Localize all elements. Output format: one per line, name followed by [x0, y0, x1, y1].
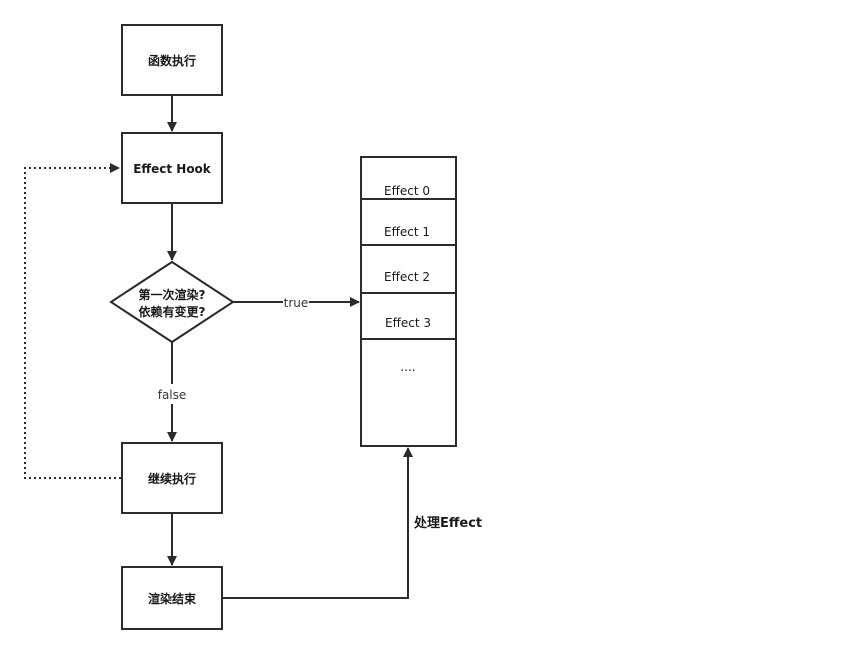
node-continue-exec-box	[121, 442, 223, 514]
effect-list-item-ellipsis: ....	[400, 360, 415, 374]
edge-label-false: false	[158, 388, 187, 402]
node-decision-line2: 依赖有变更?	[139, 304, 206, 319]
effect-list-box	[360, 156, 457, 447]
node-effect-hook-label: Effect Hook	[133, 162, 212, 176]
effect-list-item-0: Effect 0	[384, 184, 430, 198]
effect-list-item-2: Effect 2	[384, 270, 430, 284]
node-decision-line1: 第一次渲染?	[139, 287, 206, 302]
node-func-exec-label: 函数执行	[148, 53, 196, 68]
edge-label-process-effect: 处理Effect	[413, 515, 482, 531]
node-continue-exec-label: 继续执行	[148, 471, 196, 486]
edge-label-true: true	[284, 296, 309, 310]
node-func-exec-box	[121, 24, 223, 96]
node-render-end-label: 渲染结束	[148, 591, 197, 606]
node-render-end-box	[121, 566, 223, 630]
edge-loop-back-dotted	[24, 163, 121, 479]
node-decision-diamond	[109, 260, 235, 344]
edge-render-end-to-effect-list	[222, 447, 413, 599]
effect-list-item-1: Effect 1	[384, 225, 430, 239]
node-effect-hook-box	[121, 132, 223, 204]
effect-list-item-3: Effect 3	[385, 316, 431, 330]
